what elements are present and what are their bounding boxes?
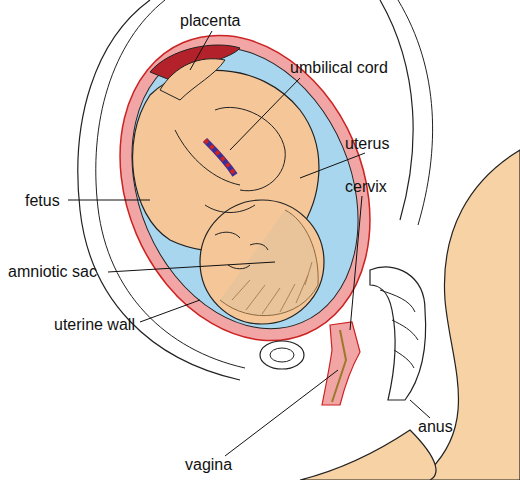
part-label: amniotic sac xyxy=(8,263,97,281)
pubic-bone xyxy=(270,348,294,362)
part-label: vagina xyxy=(185,456,232,474)
cervix-canal xyxy=(322,322,360,405)
fetus-arm xyxy=(205,205,255,213)
amniotic-fluid xyxy=(90,12,399,364)
fetus-leg xyxy=(215,107,285,190)
pubic-bone xyxy=(260,341,304,369)
part-label: umbilical cord xyxy=(290,59,388,77)
part-label: fetus xyxy=(25,192,60,210)
rectum-shape xyxy=(370,267,426,400)
part-label: uterus xyxy=(345,135,389,153)
fetus-leg xyxy=(175,130,240,185)
spine-outline xyxy=(398,0,433,225)
perineum-skin xyxy=(300,430,436,480)
part-label: anus xyxy=(418,418,453,436)
hair-strokes xyxy=(232,262,312,314)
fetus-head xyxy=(200,200,324,324)
leader-lines xyxy=(68,31,430,456)
cervical-plug xyxy=(332,330,346,402)
cord-artery xyxy=(205,140,235,175)
part-label: uterine wall xyxy=(54,316,135,334)
cord-vein xyxy=(205,140,235,175)
part-label: placenta xyxy=(180,12,241,30)
part-label: cervix xyxy=(345,178,387,196)
rectum-folds xyxy=(380,290,418,368)
